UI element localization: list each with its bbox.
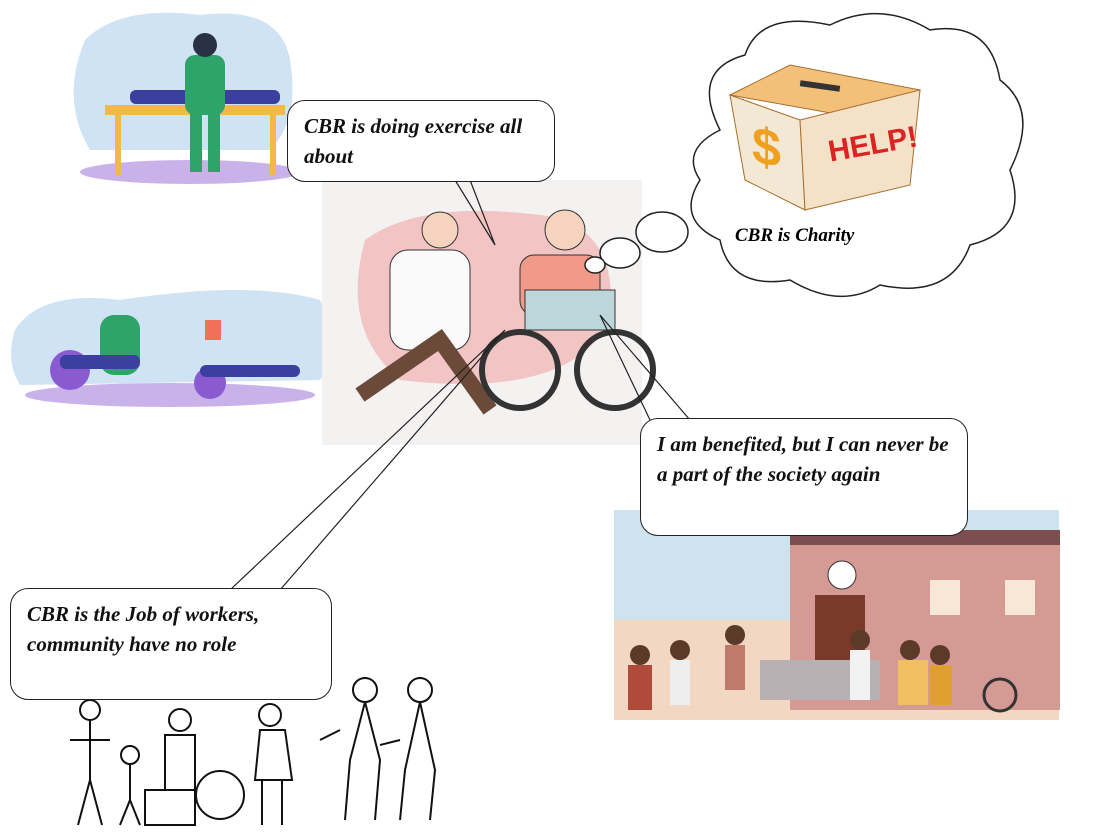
exercise-ball-illustration: [11, 290, 333, 407]
community-crowd-sketch: [70, 677, 437, 826]
donation-box-icon: [728, 64, 922, 211]
speech-tails: [229, 179, 691, 591]
wheelchair-therapy-illustration: [322, 180, 656, 445]
dollar-sign: $: [752, 115, 781, 181]
speech-bubble-exercise: CBR is doing exercise all about: [287, 100, 555, 182]
community-building-illustration: [614, 510, 1060, 720]
physiotherapy-table-illustration: [73, 12, 300, 184]
charity-label: CBR is Charity: [735, 225, 855, 246]
speech-bubble-benefited: I am benefited, but I can never be a par…: [640, 418, 968, 536]
speech-bubble-community-role: CBR is the Job of workers, community hav…: [10, 588, 332, 700]
